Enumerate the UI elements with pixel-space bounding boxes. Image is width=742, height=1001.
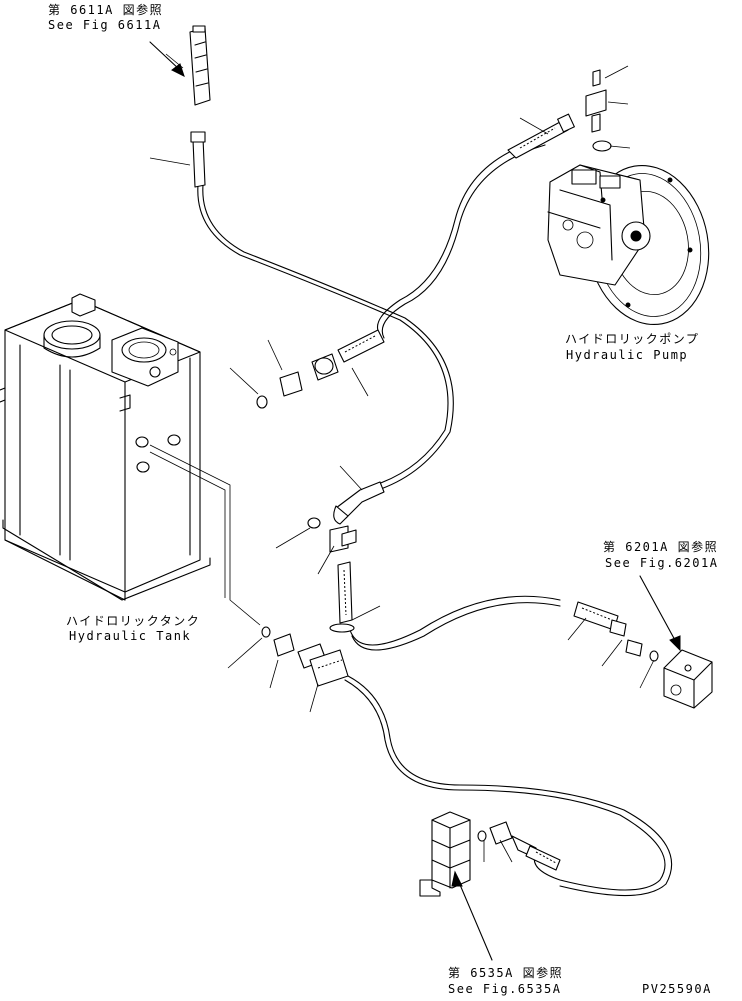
hoses <box>149 139 673 897</box>
leader-lines <box>149 53 655 863</box>
reference-6535-jp: 第 6535A 図参照 <box>448 966 564 980</box>
reference-6535-en: See Fig.6535A <box>448 982 562 996</box>
fittings <box>189 25 713 897</box>
reference-arrows <box>149 41 681 961</box>
hydraulic-tank <box>0 293 211 601</box>
pump-label-en: Hydraulic Pump <box>566 348 689 362</box>
hydraulic-pump <box>547 164 710 326</box>
reference-6201-jp: 第 6201A 図参照 <box>603 540 719 554</box>
pump-label-jp: ハイドロリックポンプ <box>565 332 700 346</box>
tank-label-en: Hydraulic Tank <box>69 629 192 643</box>
reference-6611-jp: 第 6611A 図参照 <box>48 3 164 17</box>
drawing-number: PV25590A <box>642 982 712 996</box>
reference-6611-en: See Fig 6611A <box>48 18 162 32</box>
pump-fittings <box>585 69 612 152</box>
tank-label-jp: ハイドロリックタンク <box>66 614 201 628</box>
reference-6201-en: See Fig.6201A <box>605 556 719 570</box>
